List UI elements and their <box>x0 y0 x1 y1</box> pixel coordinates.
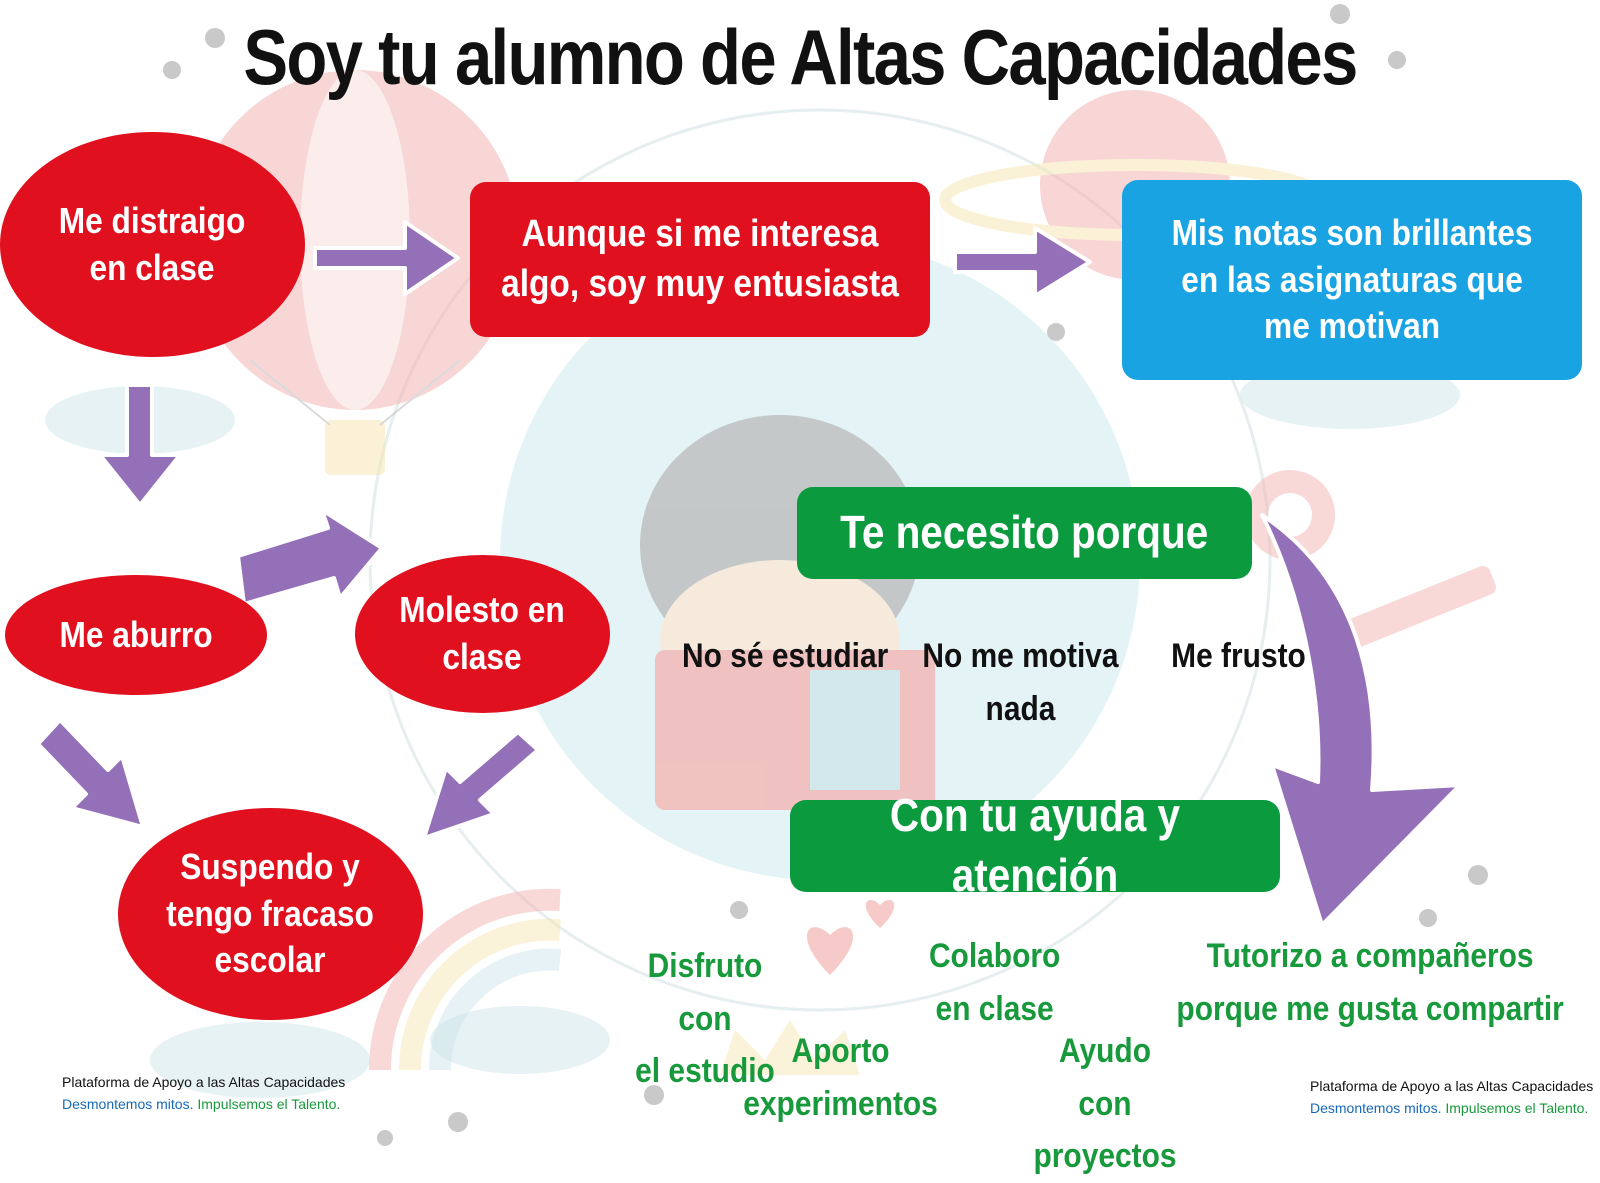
arrow-molesto-to-suspendo <box>422 730 540 840</box>
node-text-line: me motivan <box>1263 305 1441 347</box>
footer-org: Plataforma de Apoyo a las Altas Capacida… <box>62 1074 346 1090</box>
node-text-line: clase <box>442 636 523 677</box>
node-text-line: en clase <box>89 246 216 288</box>
benefit-tutorizo-a-companeros: Tutorizo a compañeros porque me gusta co… <box>1145 930 1595 1035</box>
node-text-line: Mis notas son brillantes <box>1171 211 1533 253</box>
heading-text: Te necesito porque <box>840 506 1209 559</box>
reason-me-frusto: Me frusto <box>1148 630 1328 683</box>
heart-icon <box>806 899 895 975</box>
node-molesto-en-clase: Molesto en clase <box>355 555 610 713</box>
reason-line: No sé estudiar <box>681 637 889 675</box>
benefit-line: Disfruto con <box>647 947 763 1038</box>
node-text-line: tengo fracaso <box>166 892 375 934</box>
benefit-line: el estudio <box>635 1052 775 1091</box>
reason-line: Me frusto <box>1170 637 1306 675</box>
node-text-line: Me distraigo <box>59 199 246 241</box>
footer-org: Plataforma de Apoyo a las Altas Capacida… <box>1310 1078 1594 1094</box>
crown-icon <box>720 1020 860 1075</box>
page-title: Soy tu alumno de Altas Capacidades <box>243 13 1358 101</box>
node-text-line: Molesto en <box>399 589 566 631</box>
child-reading-icon <box>640 415 935 810</box>
benefit-line: experimentos <box>743 1084 938 1123</box>
node-me-aburro: Me aburro <box>5 575 267 695</box>
node-mis-notas-brillantes: Mis notas son brillantes en las asignatu… <box>1122 180 1582 380</box>
reason-no-se-estudiar: No sé estudiar <box>665 630 905 683</box>
benefit-disfruto-con-el-estudio: Disfruto con el estudio <box>605 940 805 1098</box>
node-text-line: Me aburro <box>59 613 213 655</box>
benefit-line: Aporto <box>791 1032 890 1070</box>
node-text-line: escolar <box>215 939 326 981</box>
benefit-ayudo-con-proyectos: Ayudo con proyectos <box>995 1025 1215 1183</box>
benefit-line: Colaboro <box>929 937 1061 975</box>
benefit-line: Tutorizo a compañeros <box>1206 937 1534 975</box>
arrow-distraigo-to-aburro <box>98 383 182 507</box>
star-icon <box>163 4 1488 1146</box>
reason-line: nada <box>985 689 1055 728</box>
heading-text: Con tu ayuda y atención <box>889 789 1181 901</box>
node-text-line: Aunque si me interesa <box>521 213 879 256</box>
arrow-distraigo-to-interesa <box>313 220 460 296</box>
rainbow-icon <box>368 888 561 1071</box>
reason-no-me-motiva: No me motiva nada <box>905 630 1135 735</box>
footer-tagline-1: Desmontemos mitos. <box>62 1095 194 1112</box>
node-text-line: en las asignaturas que <box>1181 258 1523 300</box>
arrow-need-to-help <box>1260 513 1462 927</box>
footer-left: Plataforma de Apoyo a las Altas Capacida… <box>62 1072 345 1115</box>
benefit-aporto-experimentos: Aporto experimentos <box>730 1025 950 1130</box>
arrow-aburro-to-molesto <box>236 508 384 606</box>
node-text-line: Suspendo y <box>180 845 361 887</box>
node-me-distraigo: Me distraigo en clase <box>0 132 305 357</box>
arrow-interesa-to-notas <box>953 226 1092 298</box>
node-suspendo-fracaso-escolar: Suspendo y tengo fracaso escolar <box>118 808 423 1020</box>
benefit-colaboro-en-clase: Colaboro en clase <box>915 930 1075 1035</box>
footer-right: Plataforma de Apoyo a las Altas Capacida… <box>1310 1076 1593 1119</box>
benefit-line: en clase <box>935 989 1055 1028</box>
node-text-line: algo, soy muy entusiasta <box>501 262 899 305</box>
heading-con-tu-ayuda: Con tu ayuda y atención <box>790 789 1280 901</box>
footer-tagline-1: Desmontemos mitos. <box>1310 1099 1442 1116</box>
footer-tagline-2: Impulsemos el Talento. <box>197 1095 341 1112</box>
node-aunque-si-me-interesa: Aunque si me interesa algo, soy muy entu… <box>470 182 930 337</box>
benefit-line: porque me gusta compartir <box>1176 989 1564 1028</box>
footer-tagline-2: Impulsemos el Talento. <box>1445 1099 1589 1116</box>
arrow-aburro-to-suspendo <box>36 718 145 829</box>
hot-air-balloon-icon <box>190 70 520 475</box>
reason-line: No me motiva <box>921 637 1119 675</box>
benefit-line: Ayudo <box>1059 1032 1151 1070</box>
heading-te-necesito-porque: Te necesito porque <box>797 487 1252 579</box>
benefit-line: con proyectos <box>1033 1084 1177 1176</box>
